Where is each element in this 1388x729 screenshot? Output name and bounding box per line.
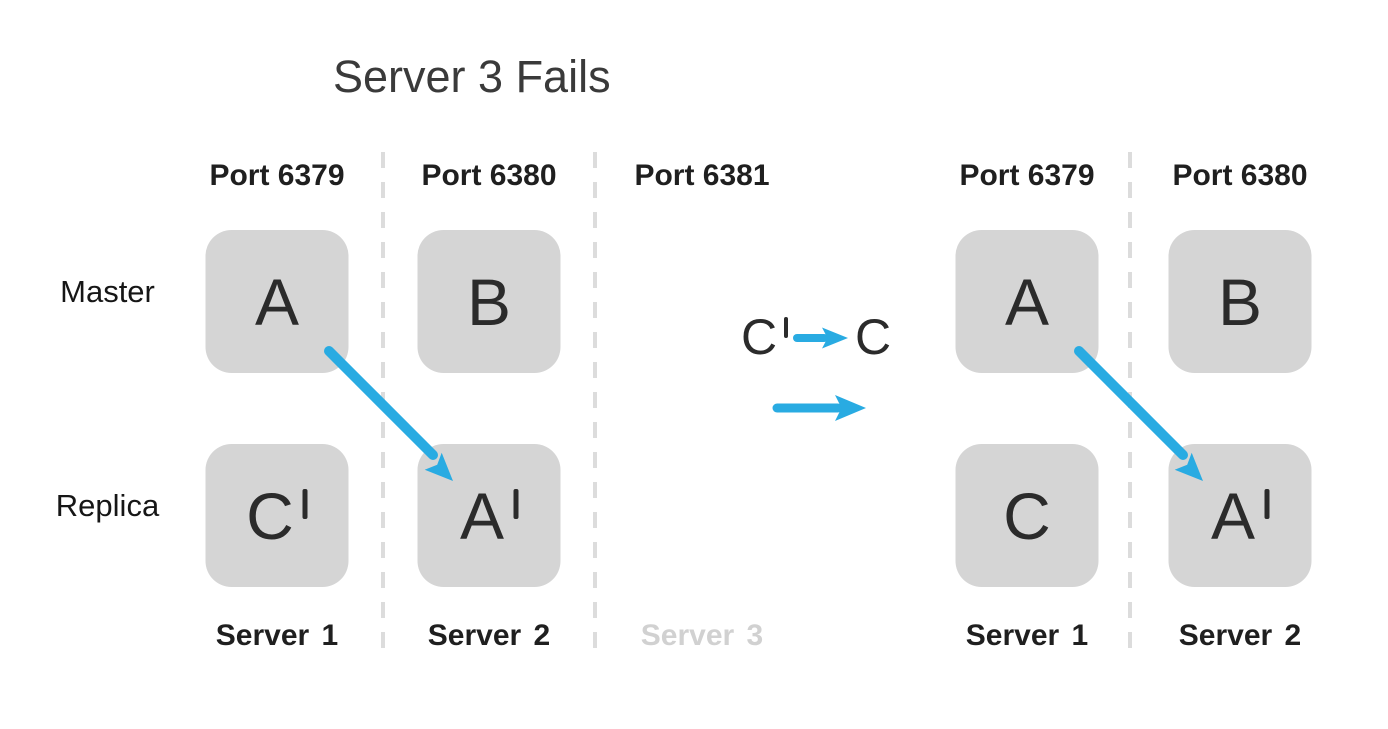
transition-from-letter: C (741, 309, 778, 365)
row-label-master: Master (60, 274, 155, 309)
replica-node-box: A (417, 444, 561, 587)
port-label: Port 6381 (634, 159, 770, 192)
port-label: Port 6379 (209, 159, 345, 192)
row-label-replica: Replica (55, 488, 160, 523)
master-node-box: A (205, 230, 349, 373)
prime-mark (784, 317, 789, 338)
server-label: Server 2 (1178, 619, 1302, 652)
node-letter: B (466, 264, 512, 339)
node-label: A (206, 230, 349, 373)
node-label: A (418, 444, 561, 587)
replica-node-box: A (1168, 444, 1312, 587)
node-letter: C (246, 478, 294, 553)
node-letter: B (1217, 264, 1263, 339)
node-letter: A (1004, 264, 1050, 339)
node-letter: A (254, 264, 300, 339)
right-cluster-column-1: Port 6379 A C Server 1 (919, 0, 1135, 729)
node-label: B (1169, 230, 1312, 373)
left-cluster-column-3-failed: Port 6381 Server 3 (594, 0, 810, 729)
node-letter: A (459, 478, 505, 553)
master-node-box: B (417, 230, 561, 373)
replica-node-box: C (955, 444, 1099, 587)
master-node-box: B (1168, 230, 1312, 373)
node-label: C (956, 444, 1099, 587)
port-label: Port 6379 (959, 159, 1095, 192)
prime-mark (302, 488, 308, 519)
server-label: Server 1 (215, 619, 339, 652)
replica-node-box: C (205, 444, 349, 587)
node-label: A (956, 230, 1099, 373)
node-label: B (418, 230, 561, 373)
server-label-failed: Server 3 (640, 619, 764, 652)
transition-to-label: C (855, 310, 891, 365)
right-cluster-column-2: Port 6380 B A Server 2 (1132, 0, 1348, 729)
port-label: Port 6380 (421, 159, 557, 192)
server-label: Server 1 (965, 619, 1089, 652)
transition-from-label: C (741, 309, 789, 365)
node-letter: A (1210, 478, 1256, 553)
node-letter: C (1003, 478, 1051, 553)
master-node-box: A (955, 230, 1099, 373)
node-label: A (1169, 444, 1312, 587)
left-cluster-column-1: Port 6379 A C Server 1 (169, 0, 385, 729)
prime-mark (1264, 488, 1270, 519)
transition-to-letter: C (855, 309, 892, 365)
diagram-title: Server 3 Fails (333, 51, 611, 102)
prime-mark (513, 488, 519, 519)
port-label: Port 6380 (1172, 159, 1308, 192)
left-cluster-column-2: Port 6380 B A Server 2 (381, 0, 597, 729)
node-label: C (206, 444, 349, 587)
server-label: Server 2 (427, 619, 551, 652)
